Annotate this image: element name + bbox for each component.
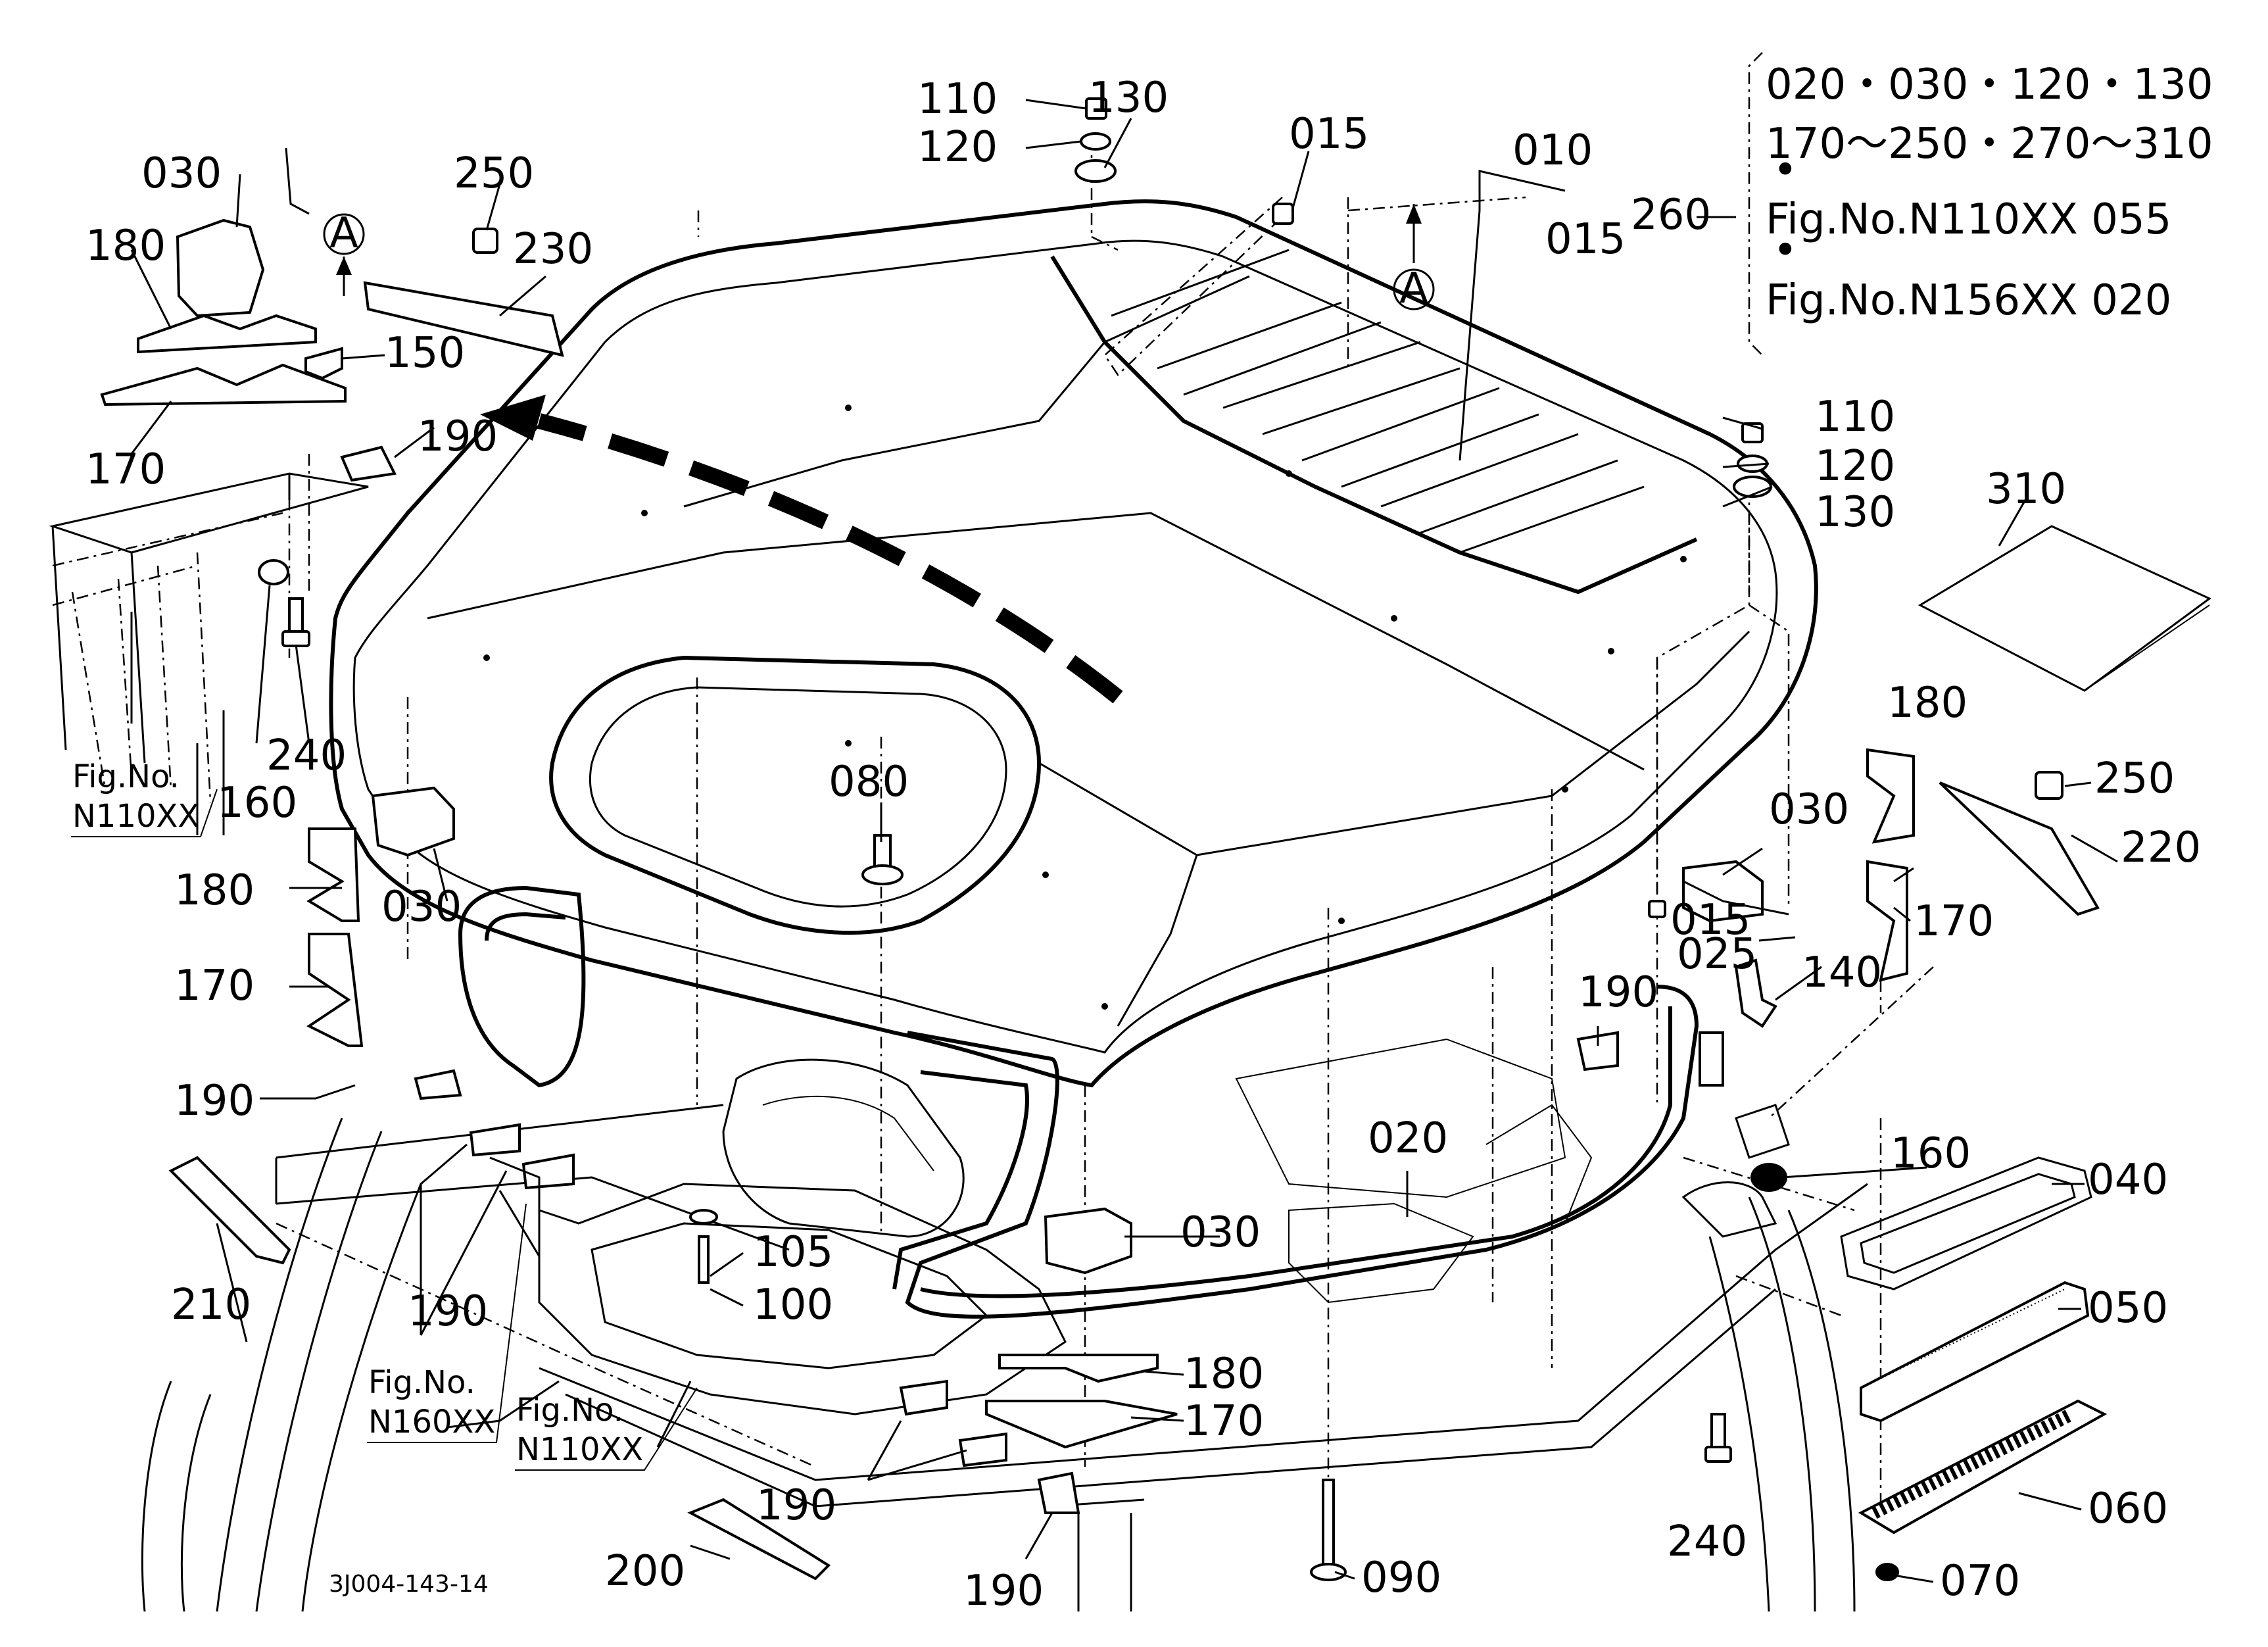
callout-050: 050 (2088, 1284, 2168, 1333)
callout-130: 130 (1088, 74, 1169, 122)
callout-110: 110 (1815, 393, 1895, 441)
roof-panel-drawing (329, 199, 1818, 1088)
callout-170: 170 (1184, 1397, 1264, 1446)
svg-text:N160XX: N160XX (368, 1404, 495, 1440)
callout-030: 030 (141, 149, 222, 198)
callout-140: 140 (1802, 948, 1882, 997)
svg-text:Fig.No.: Fig.No. (72, 758, 180, 795)
callout-240: 240 (1667, 1517, 1747, 1566)
callout-150: 150 (385, 329, 465, 378)
callout-160: 160 (1891, 1129, 1971, 1178)
callout-030: 030 (1769, 785, 1849, 834)
part-callouts: 010 015 015 015 020 025 030 030 030 030 … (85, 74, 2201, 1615)
svg-text:A: A (1399, 264, 1428, 313)
svg-text:N110XX: N110XX (72, 798, 199, 835)
callout-015: 015 (1289, 110, 1369, 159)
callout-190: 190 (174, 1077, 254, 1125)
callout-030: 030 (1180, 1208, 1261, 1257)
callout-040: 040 (2088, 1156, 2168, 1204)
reference-note-line-3: Fig.No.N110XX 055 (1766, 195, 2171, 244)
callout-180: 180 (174, 866, 254, 915)
reference-note-key: 260 (1631, 191, 1711, 239)
callout-180: 180 (1184, 1350, 1264, 1398)
callout-190: 190 (963, 1567, 1044, 1615)
view-marker-a-right: A (1393, 204, 1435, 313)
callout-010: 010 (1512, 126, 1593, 175)
callout-190: 190 (408, 1287, 488, 1336)
callout-130: 130 (1815, 488, 1895, 537)
svg-text:Fig.No.: Fig.No. (368, 1364, 475, 1401)
reference-note-bullet: • (1773, 146, 1798, 195)
callout-015: 015 (1670, 896, 1750, 945)
callout-310: 310 (1986, 465, 2066, 514)
figure-reference-right: Fig.No. N110XX (515, 1387, 698, 1471)
callout-210: 210 (171, 1281, 251, 1329)
svg-text:A: A (329, 209, 358, 258)
callout-060: 060 (2088, 1485, 2168, 1533)
callout-170: 170 (174, 962, 254, 1010)
callout-160: 160 (217, 779, 297, 827)
callout-190: 190 (1578, 968, 1658, 1017)
callout-110: 110 (917, 75, 998, 124)
callout-190: 190 (756, 1481, 836, 1530)
callout-120: 120 (1815, 442, 1895, 491)
callout-220: 220 (2121, 823, 2201, 872)
svg-text:Fig.No.: Fig.No. (516, 1392, 623, 1429)
view-marker-a-left: A (323, 209, 365, 296)
callout-105: 105 (753, 1228, 833, 1277)
reference-note-line-4: Fig.No.N156XX 020 (1766, 276, 2171, 325)
reference-note-line-1: 020・030・120・130 (1766, 61, 2213, 109)
callout-170: 170 (85, 445, 166, 494)
callout-080: 080 (829, 758, 909, 806)
callout-230: 230 (513, 225, 593, 274)
callout-250: 250 (454, 149, 534, 198)
callout-090: 090 (1361, 1554, 1441, 1602)
callout-250: 250 (2094, 754, 2175, 803)
reference-note-260: 260 020・030・120・130 170〜250・270〜310 • Fi… (1631, 52, 2213, 356)
callout-020: 020 (1368, 1114, 1448, 1163)
callout-180: 180 (85, 222, 166, 270)
callout-100: 100 (753, 1281, 833, 1329)
callout-240: 240 (266, 731, 347, 780)
leader-lines (130, 99, 2118, 1583)
reference-note-line-2: 170〜250・270〜310 (1766, 120, 2213, 168)
figure-reference-left: Fig.No. N110XX (71, 758, 218, 837)
callout-025: 025 (1677, 930, 1757, 979)
callout-120: 120 (917, 123, 998, 172)
svg-text:N110XX: N110XX (516, 1431, 643, 1468)
drawing-code: 3J004-143-14 (329, 1571, 489, 1598)
callout-180: 180 (1887, 679, 1967, 727)
reference-note-bullet: • (1773, 226, 1798, 275)
callout-070: 070 (1940, 1557, 2020, 1606)
callout-170: 170 (1914, 897, 1994, 946)
figure-reference-mid: Fig.No. N160XX (367, 1203, 527, 1443)
callout-030: 030 (381, 883, 462, 931)
callout-200: 200 (605, 1547, 685, 1596)
callout-015: 015 (1545, 215, 1626, 264)
callout-190: 190 (418, 412, 498, 461)
